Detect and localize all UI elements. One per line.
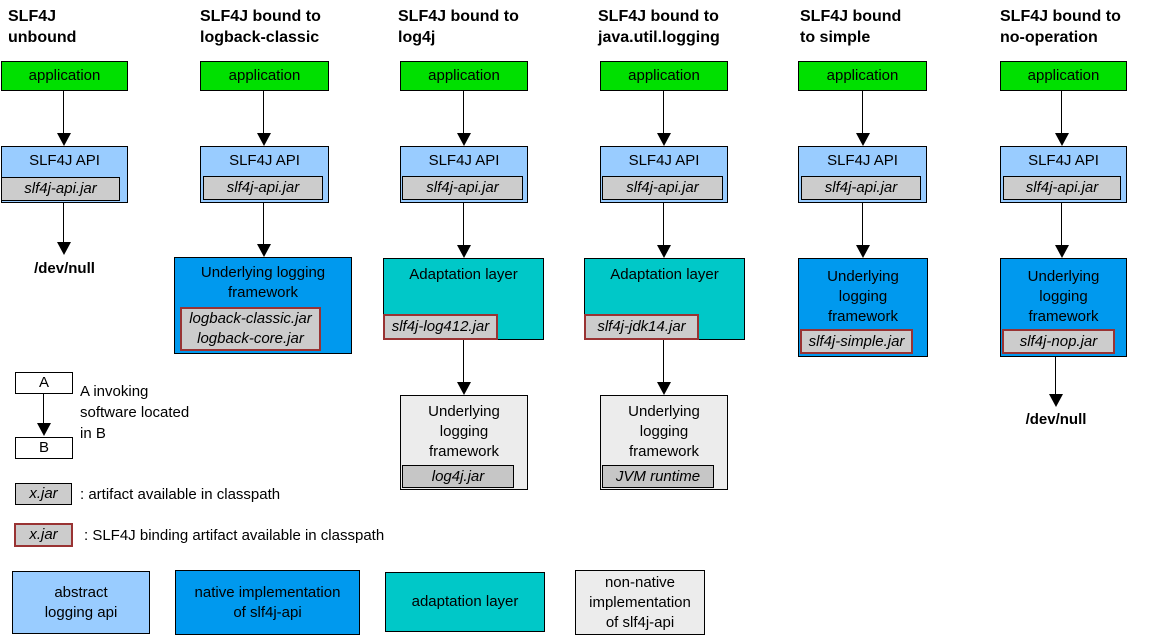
- arrow-api-to-framework: [256, 203, 272, 257]
- column-title-simple: SLF4J bound to simple: [800, 8, 902, 46]
- underlying-framework-label: Underlying logging framework: [200, 264, 326, 301]
- application-label: application: [428, 67, 500, 84]
- adaptation-layer-label: Adaptation layer: [610, 266, 719, 283]
- slf4j-api-box: SLF4J API slf4j-api.jar: [600, 146, 728, 203]
- adaptation-layer-box: Adaptation layer slf4j-jdk14.jar: [584, 258, 745, 340]
- legend-adaptation-label: adaptation layer: [411, 593, 519, 610]
- legend-nonnative-label: non-native implementation of slf4j-api: [589, 573, 691, 631]
- legend-nonnative-box: non-native implementation of slf4j-api: [575, 570, 705, 635]
- underlying-framework-box: Underlying logging framework logback-cla…: [174, 257, 352, 354]
- column-title-log4j: SLF4J bound to log4j: [398, 8, 519, 46]
- slf4j-api-jar: slf4j-api.jar: [1003, 176, 1121, 200]
- legend-native-impl-label: native implementation of slf4j-api: [194, 583, 341, 621]
- slf4j-api-label: SLF4J API: [827, 152, 898, 169]
- underlying-framework-box: Underlying logging framework slf4j-nop.j…: [1000, 258, 1127, 357]
- underlying-framework-label: Underlying logging framework: [1027, 268, 1100, 325]
- application-label: application: [826, 67, 899, 84]
- underlying-framework-box: Underlying logging framework JVM runtime: [600, 395, 728, 490]
- devnull-label: /dev/null: [34, 260, 95, 277]
- binding-jar: slf4j-simple.jar: [800, 329, 913, 354]
- slf4j-api-label: SLF4J API: [229, 152, 300, 169]
- legend-native-impl-box: native implementation of slf4j-api: [175, 570, 360, 635]
- slf4j-api-jar: slf4j-api.jar: [602, 176, 723, 200]
- arrow-api-to-framework: [855, 203, 871, 258]
- legend-artifact-caption: : artifact available in classpath: [80, 486, 281, 503]
- slf4j-api-box: SLF4J API slf4j-api.jar: [400, 146, 528, 203]
- legend-a-label: A: [38, 374, 49, 391]
- arrow-api-to-adaptation: [656, 203, 672, 258]
- arrow-api-to-devnull: [56, 203, 72, 255]
- application-box: application: [1000, 61, 1127, 91]
- slf4j-api-box: SLF4J API slf4j-api.jar: [200, 146, 329, 203]
- arrow-app-to-api: [456, 91, 472, 146]
- arrow-app-to-api: [855, 91, 871, 146]
- legend-arrow-a-to-b: [36, 394, 52, 436]
- arrow-api-to-framework: [1054, 203, 1070, 258]
- arrow-app-to-api: [56, 91, 72, 146]
- column-title-jul: SLF4J bound to java.util.logging: [598, 8, 720, 46]
- slf4j-api-label: SLF4J API: [29, 152, 100, 169]
- legend-b-label: B: [38, 439, 49, 456]
- arrow-api-to-adaptation: [456, 203, 472, 258]
- application-box: application: [600, 61, 728, 91]
- arrow-app-to-api: [656, 91, 672, 146]
- binding-jar: slf4j-jdk14.jar: [584, 314, 699, 340]
- slf4j-api-label: SLF4J API: [628, 152, 700, 169]
- legend-box-b: B: [15, 437, 73, 459]
- application-box: application: [798, 61, 927, 91]
- legend-binding-caption: : SLF4J binding artifact available in cl…: [84, 527, 385, 544]
- application-box: application: [400, 61, 528, 91]
- arrow-app-to-api: [1054, 91, 1070, 146]
- legend-box-a: A: [15, 372, 73, 394]
- underlying-framework-box: Underlying logging framework log4j.jar: [400, 395, 528, 490]
- adaptation-layer-box: Adaptation layer slf4j-log412.jar: [383, 258, 544, 340]
- framework-jar: JVM runtime: [602, 465, 714, 488]
- application-label: application: [228, 67, 301, 84]
- arrow-adaptation-to-framework: [456, 340, 472, 395]
- legend-invoking-caption: A invoking software located in B: [80, 383, 190, 442]
- column-title-unbound: SLF4J unbound: [8, 8, 77, 46]
- application-box: application: [1, 61, 128, 91]
- legend-binding-jar: x.jar: [14, 523, 73, 547]
- slf4j-api-box: SLF4J API slf4j-api.jar: [1000, 146, 1127, 203]
- slf4j-api-box: SLF4J API slf4j-api.jar: [1, 146, 128, 203]
- application-label: application: [628, 67, 700, 84]
- underlying-framework-label: Underlying logging framework: [827, 268, 899, 325]
- adaptation-layer-label: Adaptation layer: [409, 266, 518, 283]
- arrow-app-to-api: [256, 91, 272, 146]
- arrow-adaptation-to-framework: [656, 340, 672, 395]
- binding-jar: slf4j-nop.jar: [1002, 329, 1115, 354]
- framework-jar: log4j.jar: [402, 465, 514, 488]
- legend-abstract-api-box: abstract logging api: [12, 571, 150, 634]
- slf4j-api-jar: slf4j-api.jar: [801, 176, 921, 200]
- slf4j-api-jar: slf4j-api.jar: [203, 176, 323, 200]
- application-label: application: [1027, 67, 1100, 84]
- arrow-framework-to-devnull: [1048, 357, 1064, 407]
- column-title-logback: SLF4J bound to logback-classic: [200, 8, 321, 46]
- legend-abstract-api-label: abstract logging api: [44, 583, 118, 621]
- column-title-nop: SLF4J bound to no-operation: [1000, 8, 1121, 46]
- slf4j-api-label: SLF4J API: [1028, 152, 1099, 169]
- devnull-label: /dev/null: [1025, 411, 1087, 428]
- underlying-framework-box: Underlying logging framework slf4j-simpl…: [798, 258, 928, 357]
- underlying-framework-label: Underlying logging framework: [428, 403, 500, 460]
- application-label: application: [28, 67, 101, 84]
- binding-jar: logback-classic.jar logback-core.jar: [180, 307, 321, 351]
- binding-jar: slf4j-log412.jar: [383, 314, 498, 340]
- slf4j-api-box: SLF4J API slf4j-api.jar: [798, 146, 927, 203]
- slf4j-api-jar: slf4j-api.jar: [1, 177, 120, 201]
- slf4j-api-label: SLF4J API: [428, 152, 500, 169]
- application-box: application: [200, 61, 329, 91]
- legend-adaptation-box: adaptation layer: [385, 572, 545, 632]
- legend-artifact-jar: x.jar: [15, 483, 72, 505]
- underlying-framework-label: Underlying logging framework: [628, 403, 700, 460]
- slf4j-api-jar: slf4j-api.jar: [402, 176, 523, 200]
